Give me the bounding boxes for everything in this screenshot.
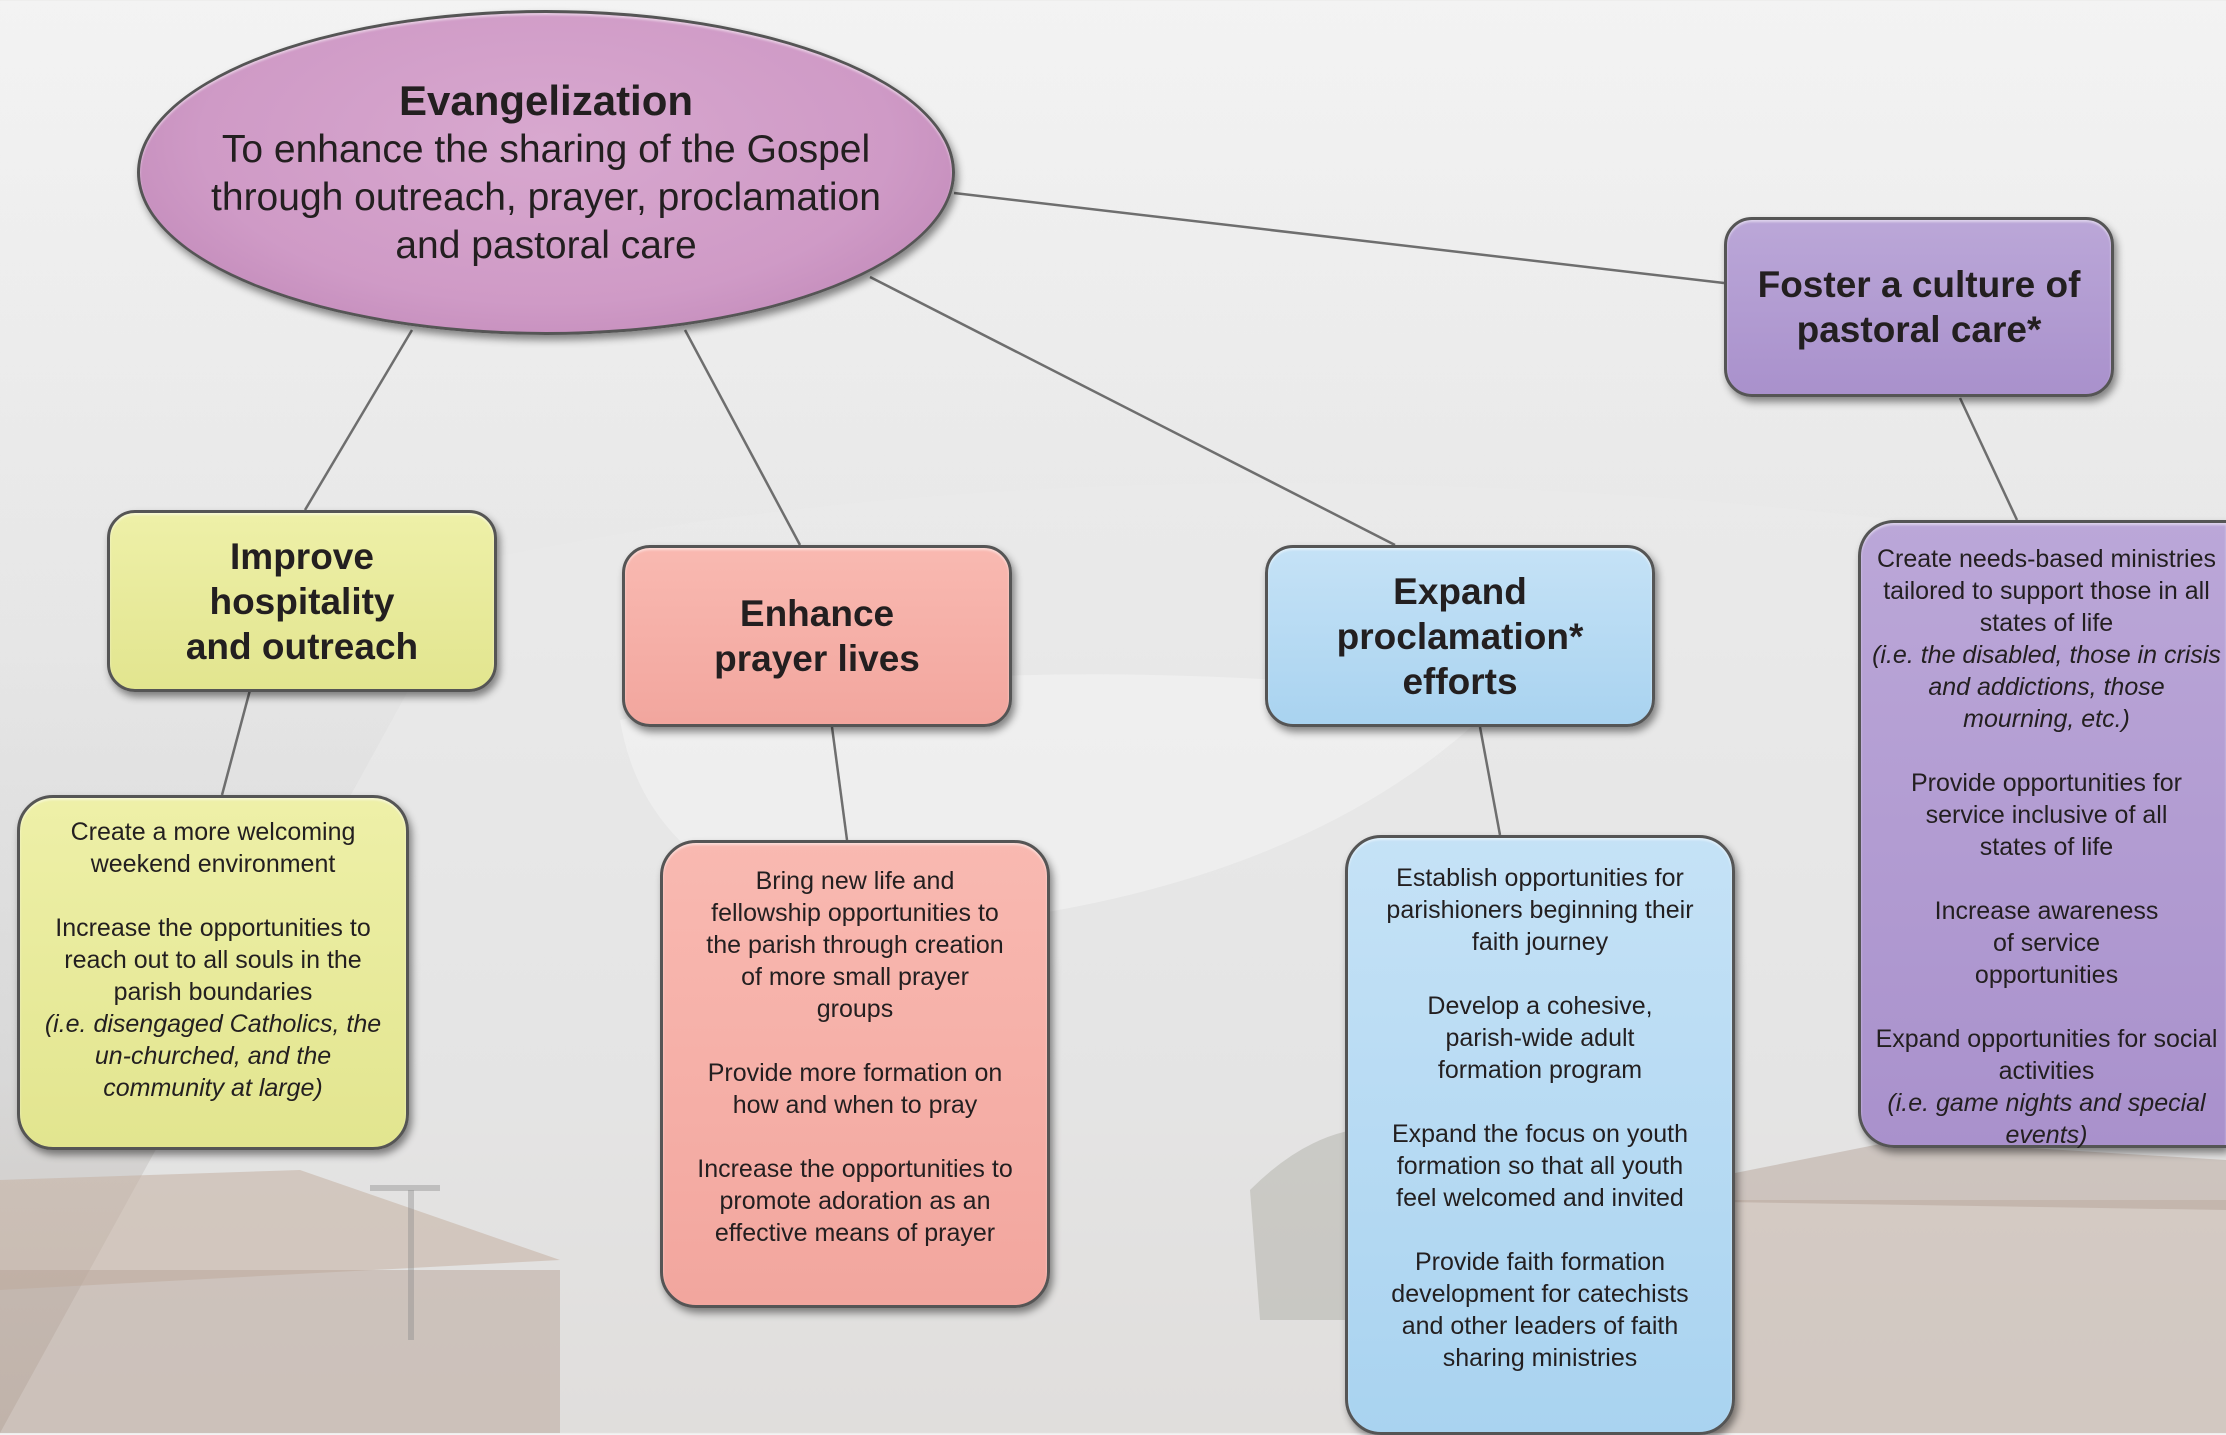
heading-line: Enhance [739, 593, 895, 634]
detail-item: Develop a cohesive, parish-wide adult fo… [1427, 992, 1653, 1084]
detail-item: Provide opportunities for service inclus… [1911, 769, 2182, 861]
detail-item: Bring new life and fellowship opportunit… [706, 867, 1004, 1023]
detail-note: (i.e. disengaged Catholics, the un-churc… [44, 1010, 382, 1102]
heading-line: hospitality [209, 580, 395, 622]
heading-line: pastoral care* [1796, 309, 2042, 350]
detail-item: Provide faith formation development for … [1391, 1248, 1689, 1372]
connector-prayer-detail [830, 726, 849, 841]
detail-proclamation-efforts: Establish opportunities for parishioners… [1345, 835, 1735, 1435]
detail-note: (i.e. the disabled, those in crisis and … [1872, 641, 2221, 733]
heading-line: Improve [230, 535, 374, 577]
connector-proclamation-detail [1478, 726, 1502, 836]
detail-item: Increase awareness of service opportunit… [1934, 897, 2159, 989]
heading-proclamation-efforts: Expand proclamation* efforts [1265, 545, 1655, 727]
heading-pastoral-care: Foster a culture of pastoral care* [1724, 217, 2114, 397]
detail-item: Increase the opportunities to reach out … [44, 914, 382, 1102]
heading-line: Expand [1393, 570, 1527, 612]
detail-item: Expand opportunities for social activiti… [1875, 1025, 2218, 1149]
connector-root-hospitality [303, 329, 414, 511]
detail-item: Increase the opportunities to promote ad… [697, 1155, 1013, 1247]
detail-item: Provide more formation on how and when t… [707, 1059, 1003, 1119]
root-node-evangelization: Evangelization To enhance the sharing of… [137, 10, 955, 335]
heading-line: prayer lives [714, 638, 920, 679]
detail-item: Create needs-based ministries tailored t… [1872, 545, 2221, 733]
root-description: To enhance the sharing of the Gospel thr… [211, 127, 881, 267]
heading-line: and outreach [185, 625, 419, 667]
detail-prayer-lives: Bring new life and fellowship opportunit… [660, 840, 1050, 1308]
connector-pastoral-detail [1958, 397, 2019, 521]
detail-pastoral-care: Create needs-based ministries tailored t… [1858, 520, 2226, 1149]
root-title: Evangelization [398, 76, 694, 124]
connector-root-pastoral [953, 191, 1725, 285]
connector-hospitality-detail [220, 689, 252, 796]
heading-prayer-lives: Enhance prayer lives [622, 545, 1012, 727]
heading-line: efforts [1402, 660, 1518, 702]
detail-hospitality-outreach: Create a more welcoming weekend environm… [17, 795, 409, 1150]
detail-item: Establish opportunities for parishioners… [1386, 864, 1694, 956]
detail-item: Expand the focus on youth formation so t… [1391, 1120, 1689, 1212]
heading-line: proclamation* [1336, 615, 1584, 657]
detail-item: Create a more welcoming weekend environm… [70, 818, 356, 878]
connector-root-prayer [683, 329, 802, 546]
heading-line: Foster a culture of [1757, 264, 2081, 305]
connector-root-proclamation [869, 275, 1396, 547]
detail-note: (i.e. game nights and special events) [1887, 1089, 2206, 1149]
heading-hospitality-outreach: Improve hospitality and outreach [107, 510, 497, 692]
